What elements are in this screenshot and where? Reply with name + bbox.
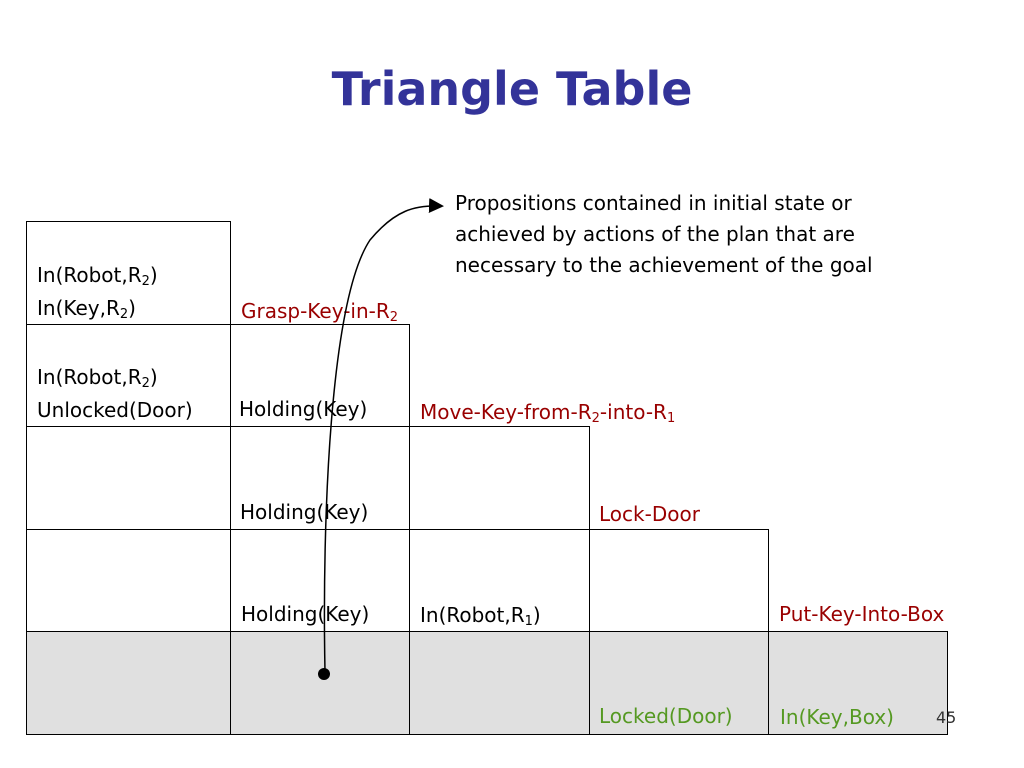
annotation-note: Propositions contained in initial state … — [455, 188, 975, 281]
action-put-key: Put-Key-Into-Box — [779, 602, 945, 626]
cell-r4-c0 — [26, 631, 231, 735]
action-lock-door: Lock-Door — [599, 502, 700, 526]
r1-c1: Holding(Key) — [239, 397, 368, 421]
note-line-2: achieved by actions of the plan that are — [455, 222, 855, 246]
r0-c0-line2: In(Key,R2) — [37, 296, 136, 322]
r4-c4: In(Key,Box) — [780, 705, 894, 729]
r2-c1: Holding(Key) — [240, 500, 369, 524]
note-line-3: necessary to the achievement of the goal — [455, 253, 873, 277]
arrow-origin-dot — [318, 668, 330, 680]
page-number: 45 — [936, 708, 957, 727]
cell-r4-c3 — [589, 631, 769, 735]
cell-r4-c2 — [409, 631, 590, 735]
r4-c3: Locked(Door) — [599, 704, 733, 728]
cell-r4-c4 — [768, 631, 948, 735]
r0-c0-line1: In(Robot,R2) — [37, 263, 158, 289]
note-line-1: Propositions contained in initial state … — [455, 191, 852, 215]
cell-r4-c1 — [230, 631, 410, 735]
r3-c2: In(Robot,R1) — [420, 603, 541, 629]
r3-c1: Holding(Key) — [241, 602, 370, 626]
arrow-curve — [323, 198, 444, 673]
action-move-key: Move-Key-from-R2-into-R1 — [420, 400, 676, 426]
page-title: Triangle Table — [331, 62, 693, 116]
r1-c0-line2: Unlocked(Door) — [37, 398, 193, 422]
r1-c0-line1: In(Robot,R2) — [37, 365, 158, 391]
action-grasp-key: Grasp-Key-in-R2 — [241, 299, 399, 325]
